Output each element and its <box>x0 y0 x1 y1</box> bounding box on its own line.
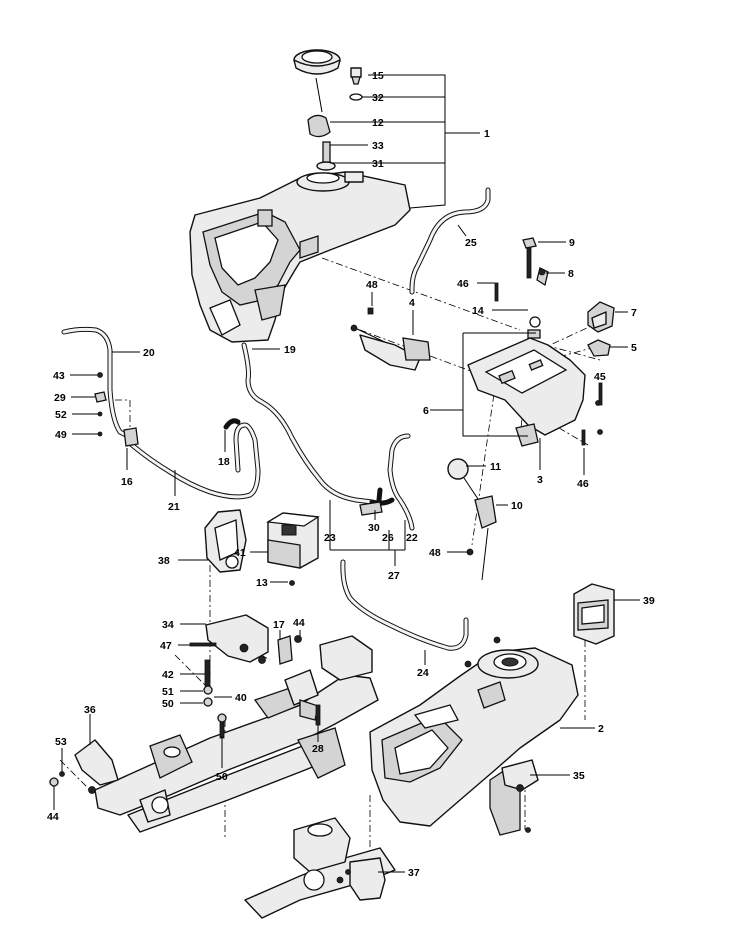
fuel-gauge-sender <box>316 141 336 171</box>
rollover-valve <box>349 67 363 101</box>
callout-22: 22 <box>406 532 418 544</box>
wire-harness <box>350 324 431 371</box>
fuel-tank-upper <box>189 171 411 343</box>
callout-53: 53 <box>55 736 67 748</box>
callout-40: 40 <box>235 692 247 704</box>
callout-21: 21 <box>168 501 180 513</box>
callout-5: 5 <box>631 342 637 354</box>
throttle-lever <box>447 458 497 581</box>
fuel-cap <box>293 49 341 75</box>
callout-20: 20 <box>143 347 155 359</box>
callout-17: 17 <box>273 619 285 631</box>
callout-30: 30 <box>368 522 380 534</box>
callout-41: 41 <box>234 547 246 559</box>
bolt-46 <box>581 429 586 446</box>
bracket-37 <box>336 857 386 901</box>
tank-bracket-35 <box>501 759 539 833</box>
callout-16: 16 <box>121 476 133 488</box>
fuel-filter <box>94 372 139 447</box>
fuel-hose-22 <box>387 433 415 531</box>
callout-24: 24 <box>417 667 429 679</box>
mounting-plate <box>189 614 302 707</box>
control-unit <box>573 583 615 645</box>
fuel-tank-lower <box>369 636 579 836</box>
knob-5 <box>587 339 611 357</box>
callout-46-lower: 46 <box>577 478 589 490</box>
callout-27: 27 <box>388 570 400 582</box>
callout-12: 12 <box>372 117 384 129</box>
callout-13: 13 <box>256 577 268 589</box>
fuel-hose-26 <box>359 487 383 516</box>
callout-2: 2 <box>598 723 604 735</box>
fuel-hose-25 <box>409 187 491 295</box>
callout-25: 25 <box>465 237 477 249</box>
callout-37: 37 <box>408 867 420 879</box>
fuel-gauge-parts <box>367 237 549 339</box>
callout-51: 51 <box>162 686 174 698</box>
callout-31: 31 <box>372 158 384 170</box>
callout-33: 33 <box>372 140 384 152</box>
cap-tether <box>307 77 331 138</box>
callout-11: 11 <box>490 461 501 473</box>
fuel-hose-21 <box>129 422 261 500</box>
callout-15: 15 <box>372 70 384 82</box>
callout-48-lower: 48 <box>429 547 441 559</box>
callout-44-lower: 44 <box>47 811 59 823</box>
callout-6: 6 <box>423 405 429 417</box>
callout-9: 9 <box>569 237 575 249</box>
callout-18: 18 <box>218 456 230 468</box>
callout-28: 28 <box>312 743 324 755</box>
callout-7: 7 <box>631 307 637 319</box>
leader-lines <box>53 74 640 873</box>
callout-50-upper: 50 <box>162 698 174 710</box>
callout-39: 39 <box>643 595 655 607</box>
callout-46-upper: 46 <box>457 278 469 290</box>
callout-48-upper: 48 <box>366 279 378 291</box>
callout-36: 36 <box>84 704 96 716</box>
callout-49: 49 <box>55 429 67 441</box>
callout-35: 35 <box>573 770 585 782</box>
fuel-hose-24 <box>340 559 469 651</box>
battery <box>266 512 320 586</box>
callout-26: 26 <box>382 532 394 544</box>
fuel-hose-20 <box>61 326 131 439</box>
callout-23: 23 <box>324 532 336 544</box>
callout-47: 47 <box>160 640 172 652</box>
callout-10: 10 <box>511 500 523 512</box>
callout-44-upper: 44 <box>293 617 305 629</box>
callout-42: 42 <box>162 669 174 681</box>
callout-34: 34 <box>162 619 174 631</box>
battery-bracket <box>204 509 247 573</box>
callout-1: 1 <box>484 128 490 140</box>
callout-3: 3 <box>537 474 543 486</box>
callout-32: 32 <box>372 92 384 104</box>
fuel-hose-19 <box>241 342 375 505</box>
bolt-45 <box>598 382 603 406</box>
callout-19: 19 <box>284 344 296 356</box>
fuel-hose-18 <box>223 418 241 430</box>
control-panel <box>467 337 603 447</box>
ignition-switch <box>587 301 615 333</box>
callout-4: 4 <box>409 297 415 309</box>
callout-43: 43 <box>53 370 65 382</box>
callout-8: 8 <box>568 268 574 280</box>
callout-50-lower: 50 <box>216 771 228 783</box>
callout-52: 52 <box>55 409 67 421</box>
bracket-36 <box>74 739 119 794</box>
callout-29: 29 <box>54 392 66 404</box>
callout-labels: 15 32 12 33 31 1 25 9 8 46 48 4 14 7 5 2… <box>47 70 655 879</box>
callout-14: 14 <box>472 305 484 317</box>
callout-38: 38 <box>158 555 170 567</box>
callout-45: 45 <box>594 371 606 383</box>
